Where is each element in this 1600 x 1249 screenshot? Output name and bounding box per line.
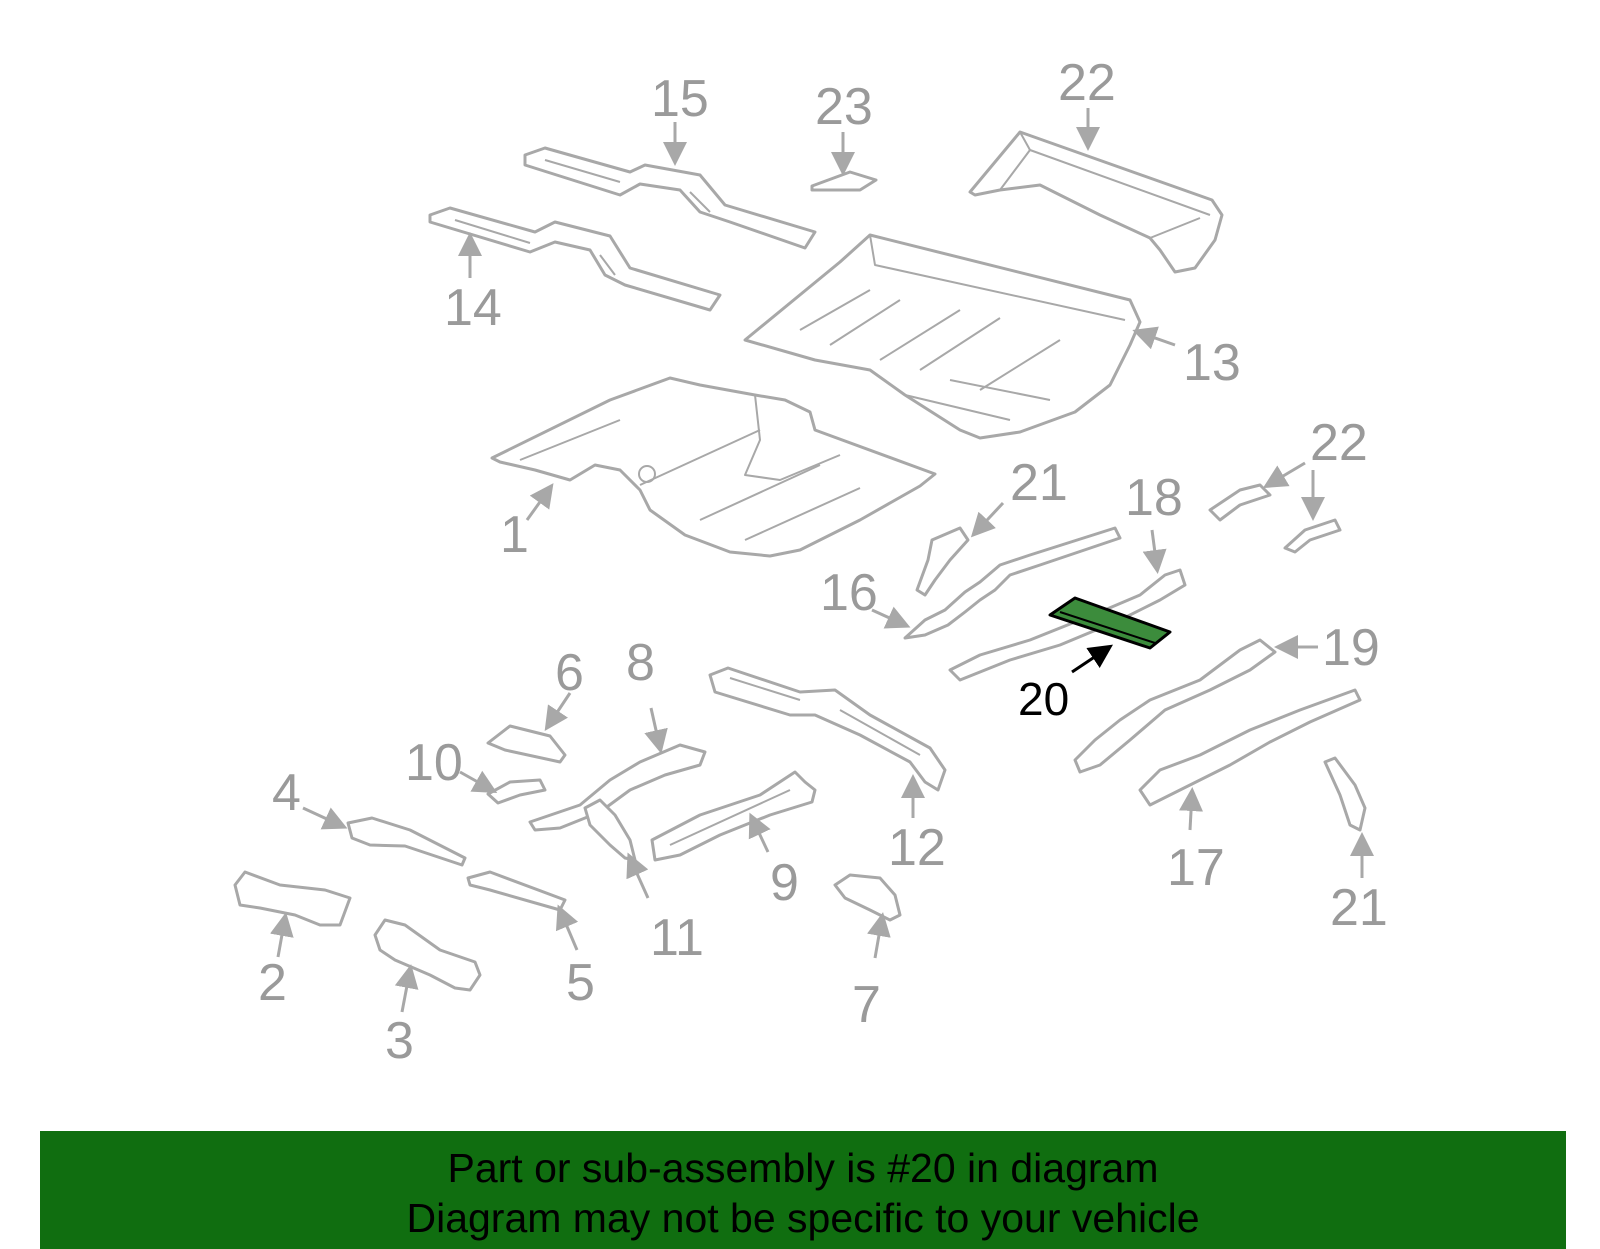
callout-22: 22 [1310, 414, 1368, 472]
callout-3: 3 [385, 1012, 414, 1070]
callout-16: 16 [820, 564, 878, 622]
part-6-bracket [486, 724, 567, 764]
info-banner: Part or sub-assembly is #20 in diagram D… [40, 1131, 1566, 1249]
banner-line-disclaimer: Diagram may not be specific to your vehi… [406, 1195, 1200, 1241]
part-3-bracket [373, 918, 482, 992]
callout-21-lower: 21 [1330, 879, 1388, 937]
callout-8: 8 [626, 634, 655, 692]
part-16-rail [903, 526, 1122, 640]
callout-12: 12 [888, 819, 946, 877]
part-24-bracket [810, 170, 878, 192]
part-8-brace [528, 743, 707, 832]
part-4-strip [346, 816, 467, 867]
leader-lines [270, 108, 1374, 1013]
part-10-bracket [486, 778, 547, 805]
part-2-bracket [233, 870, 352, 927]
part-23-panel [968, 130, 1224, 274]
callout-20: 20 [1018, 673, 1069, 725]
part-22-bracket-b [1283, 518, 1342, 554]
callout-21-upper: 21 [1010, 454, 1068, 512]
callout-10: 10 [405, 734, 463, 792]
part-18-rail [948, 568, 1187, 682]
callout-11: 11 [650, 909, 704, 967]
callout-4: 4 [272, 764, 301, 822]
part-5-strip [466, 870, 567, 912]
callout-15: 15 [651, 70, 709, 128]
callout-24: 23 [815, 78, 873, 136]
part-7-bracket [833, 873, 902, 922]
banner-line-part: Part or sub-assembly is #20 in diagram [447, 1145, 1159, 1191]
callout-7: 7 [852, 976, 881, 1034]
part-14-crossmember [428, 206, 722, 312]
part-11-brace [583, 798, 637, 862]
part-15-crossmember [523, 146, 817, 250]
part-1-front-floor [490, 376, 937, 558]
part-12-rail [708, 666, 947, 792]
part-22-bracket-a [1208, 483, 1272, 522]
part-13-rear-floor [743, 233, 1142, 440]
part-21-upper-bracket [915, 526, 970, 597]
parts-diagram: 15 23 22 14 13 1 21 18 22 16 20 19 17 21… [233, 54, 1388, 1070]
callout-labels: 15 23 22 14 13 1 21 18 22 16 20 19 17 21… [258, 54, 1388, 1070]
part-21-lower-bracket [1323, 756, 1367, 832]
callout-1: 1 [500, 506, 529, 564]
callout-2: 2 [258, 954, 287, 1012]
callout-18: 18 [1125, 469, 1183, 527]
callout-5: 5 [566, 954, 595, 1012]
callout-17: 17 [1167, 839, 1225, 897]
part-20-highlighted [1048, 596, 1172, 650]
part-9-rail [650, 770, 817, 862]
callout-23: 22 [1058, 54, 1116, 112]
callout-14: 14 [444, 279, 502, 337]
callout-13: 13 [1183, 334, 1241, 392]
callout-9: 9 [770, 854, 799, 912]
callout-19: 19 [1322, 619, 1380, 677]
callout-6: 6 [555, 644, 584, 702]
